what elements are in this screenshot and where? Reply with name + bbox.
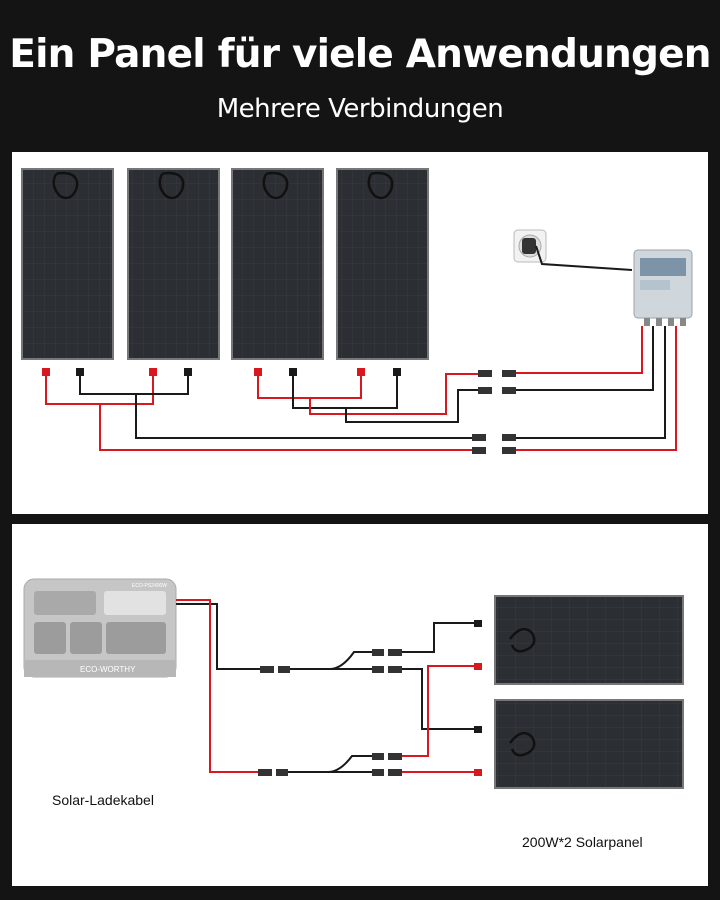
bottom-connectors xyxy=(258,620,482,776)
solar-panel-3 xyxy=(231,168,324,360)
power-station-icon: ECO-WORTHY ECO-PS2400W xyxy=(23,578,177,678)
solar-panel-a xyxy=(494,595,684,685)
page-subtitle: Mehrere Verbindungen xyxy=(216,94,504,124)
multi-connection-diagram xyxy=(12,152,708,514)
bottom-wiring-svg: ECO-WORTHY ECO-PS2400W xyxy=(23,578,684,789)
solar-panel-1 xyxy=(21,168,114,360)
wall-socket-icon xyxy=(513,229,547,263)
terminal-markers xyxy=(42,368,401,376)
page-title: Ein Panel für viele Anwendungen xyxy=(9,32,711,77)
solar-panel-label: 200W*2 Solarpanel xyxy=(522,834,643,850)
mc4-connectors xyxy=(472,370,516,454)
station-brand: ECO-WORTHY xyxy=(80,665,136,674)
micro-inverter-icon xyxy=(633,249,693,326)
top-wiring-svg xyxy=(21,168,693,454)
power-station-diagram: ECO-WORTHY ECO-PS2400W xyxy=(12,524,708,886)
station-model: ECO-PS2400W xyxy=(132,583,167,589)
solar-panel-2 xyxy=(127,168,220,360)
solar-panel-b xyxy=(494,699,684,789)
solar-cable-label: Solar-Ladekabel xyxy=(52,792,154,808)
solar-panel-4 xyxy=(336,168,429,360)
